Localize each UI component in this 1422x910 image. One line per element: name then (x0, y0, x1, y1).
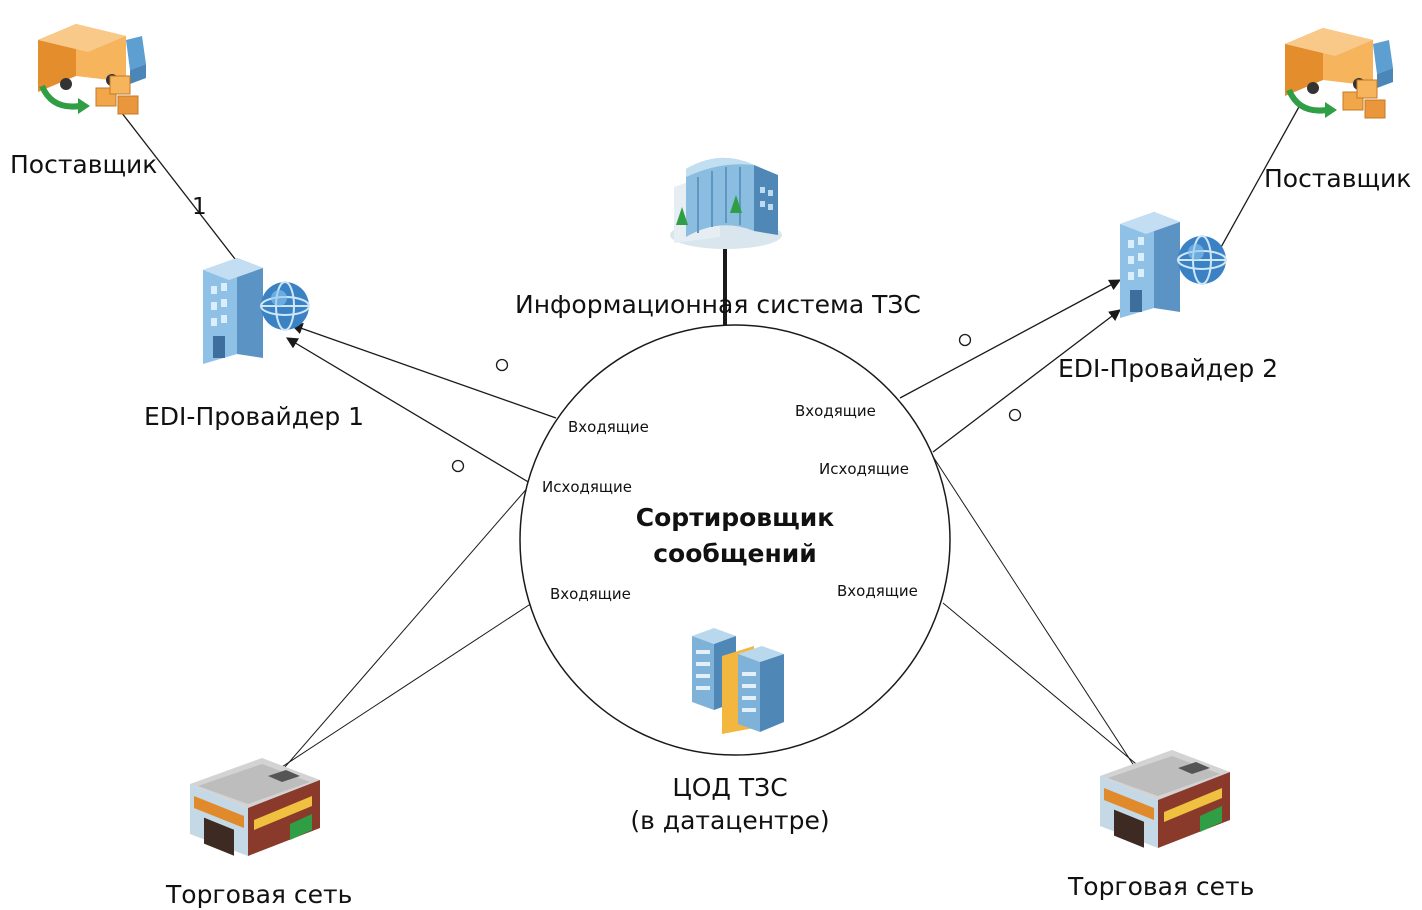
edge-label-1: 1 (192, 194, 207, 220)
edge-supplier-left-edi1 (117, 107, 243, 269)
sorter-title-line1: Сортировщик (635, 503, 835, 532)
interface-marker (451, 459, 465, 473)
store-left-label: Торговая сеть (166, 880, 353, 909)
sorter-title: Сортировщик сообщений (600, 500, 870, 573)
truck-icon (1285, 28, 1393, 119)
arrow-sorter-out-to-edi2 (932, 309, 1121, 453)
datacenter-label-line1: ЦОД ТЗС (672, 773, 788, 802)
sorter-circle (519, 324, 951, 756)
port-label-left-bottom-incoming: Входящие (550, 585, 631, 603)
edge-sorter-out-store-right (931, 454, 1141, 776)
arrow-sorter-out-to-edi1 (285, 337, 531, 484)
edge-supplier-right-edi2 (1214, 104, 1301, 259)
port-label-left-top-incoming: Входящие (568, 418, 649, 436)
port-label-left-outgoing: Исходящие (542, 478, 633, 496)
sorter-title-line2: сообщений (653, 539, 817, 569)
store-icon (190, 758, 320, 856)
supplier-left-label: Поставщик (10, 150, 158, 179)
info-system-label: Информационная система ТЗС (515, 290, 921, 319)
port-label-right-outgoing: Исходящие (819, 460, 910, 478)
supplier-right-label: Поставщик (1264, 164, 1412, 193)
interface-marker (495, 358, 509, 372)
arrow-sorter-to-edi2 (899, 279, 1122, 399)
office-globe-icon (1120, 212, 1227, 318)
connections (117, 104, 1301, 789)
office-building-icon (670, 157, 782, 249)
datacenter-label: ЦОД ТЗС (в датацентре) (610, 772, 850, 837)
edge-sorter-out-store-left (277, 484, 531, 776)
edge-sorter-in-store-left (264, 602, 533, 779)
edi1-label: EDI-Провайдер 1 (144, 402, 365, 431)
office-globe-icon (203, 258, 310, 364)
datacenter-icon (692, 628, 784, 734)
truck-icon (38, 24, 146, 115)
datacenter-label-line2: (в датацентре) (630, 805, 830, 835)
store-right-label: Торговая сеть (1068, 872, 1255, 901)
port-label-right-bottom-incoming: Входящие (837, 582, 918, 600)
interface-marker (1008, 408, 1022, 422)
edge-sorter-in-store-right (942, 602, 1166, 789)
interface-marker (958, 333, 972, 347)
port-label-right-top-incoming: Входящие (795, 402, 876, 420)
edi2-label: EDI-Провайдер 2 (1058, 354, 1279, 383)
store-icon (1100, 750, 1230, 848)
arrow-sorter-to-edi1 (290, 322, 557, 419)
